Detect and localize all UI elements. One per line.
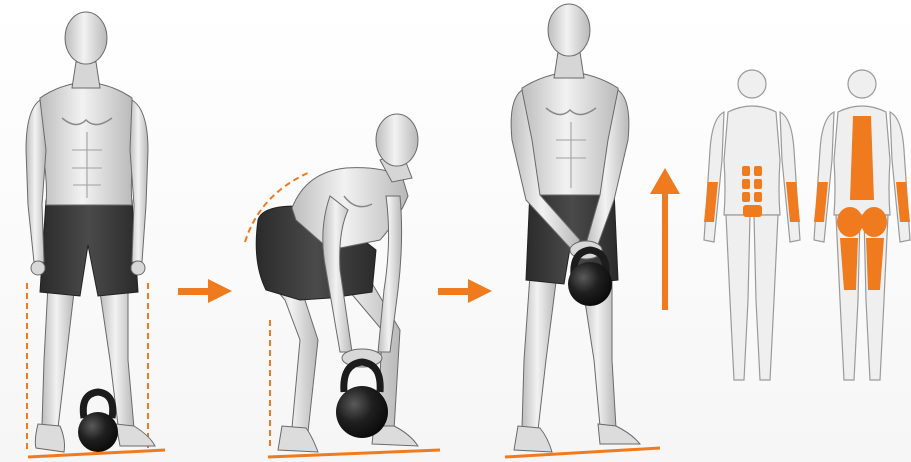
muscle-map-back [814, 70, 910, 380]
arrow-right-icon [438, 279, 492, 303]
kettlebell [336, 362, 388, 438]
lockout-figure [505, 4, 660, 457]
hip-hinge-figure [245, 114, 440, 457]
kettlebell [78, 392, 118, 452]
muscle-map-front [704, 70, 800, 380]
arrow-right-icon [178, 279, 232, 303]
arrow-up-icon [650, 168, 680, 310]
standing-start-figure [26, 12, 165, 457]
highlight-erector-spinae [850, 116, 874, 200]
highlight-hamstrings [840, 238, 884, 290]
